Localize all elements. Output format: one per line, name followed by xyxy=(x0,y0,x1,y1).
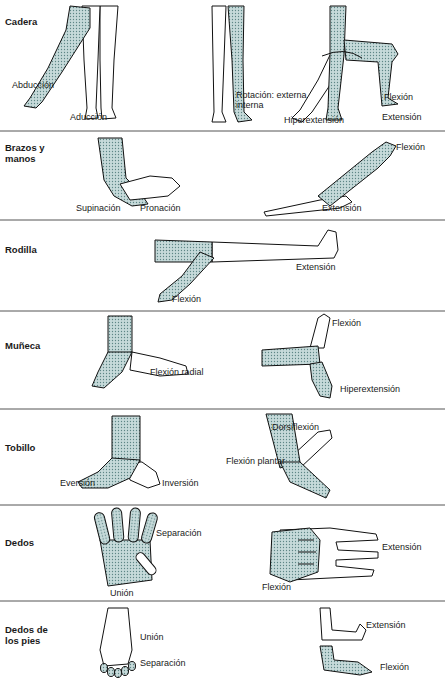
knuckle-lines xyxy=(298,540,316,564)
finger-shaded xyxy=(140,512,158,545)
leg-shaded xyxy=(326,6,346,120)
movement-label: Aducción xyxy=(70,112,107,122)
toe-shaded xyxy=(122,667,129,676)
movement-label: Abducción xyxy=(12,80,54,90)
toe-shaded xyxy=(115,669,122,678)
movement-label: Hiperextensión xyxy=(340,384,400,394)
movement-label: Flexión xyxy=(384,92,413,102)
row-separator xyxy=(0,220,445,221)
joint-heading: Muñeca xyxy=(5,340,40,351)
movement-label: Extensión xyxy=(322,203,362,213)
finger-shaded xyxy=(128,508,141,543)
movement-label: Flexión xyxy=(332,318,361,328)
row-separator xyxy=(0,505,445,506)
foot-shaded xyxy=(320,646,372,675)
toe-shaded xyxy=(101,664,108,673)
movement-label: Extensión xyxy=(382,112,422,122)
hand-shaded xyxy=(92,352,132,388)
movement-label: Supinación xyxy=(76,203,121,213)
movement-label: Flexión xyxy=(262,582,291,592)
movement-label: Pronación xyxy=(140,203,181,213)
foot-outline xyxy=(320,608,366,640)
leg-outline xyxy=(100,6,118,119)
movement-label: Flexión radial xyxy=(150,367,204,377)
toe-shaded xyxy=(129,662,136,671)
movement-label: Hiperextensión xyxy=(284,115,344,125)
hand-shaded xyxy=(310,362,332,398)
joint-heading: Dedos xyxy=(5,537,34,548)
leg-outline xyxy=(212,6,226,122)
joint-heading: Rodilla xyxy=(5,244,37,255)
joint-heading: Tobillo xyxy=(5,442,35,453)
movement-label: Separación xyxy=(140,658,186,668)
joint-heading: Cadera xyxy=(5,16,37,27)
joint-heading: Dedos de los pies xyxy=(5,624,57,646)
movement-label: Eversión xyxy=(60,478,95,488)
movement-label: Flexión plantar xyxy=(226,456,285,466)
foot-outline xyxy=(100,608,132,666)
forearm-shaded xyxy=(108,316,132,356)
movement-label: Extensión xyxy=(366,620,406,630)
movement-label: Flexión xyxy=(396,142,425,152)
toe-shaded xyxy=(108,668,115,677)
movement-label: Unión xyxy=(140,632,164,642)
finger-shaded xyxy=(111,508,124,543)
row-separator xyxy=(0,409,445,410)
hip-band xyxy=(322,51,362,58)
movement-label: Flexión xyxy=(380,662,409,672)
movement-label: Extensión xyxy=(296,262,336,272)
leg-outline xyxy=(212,230,338,262)
hand-outline xyxy=(120,176,180,200)
movement-label: Rotación: externa interna xyxy=(236,90,314,110)
movement-label: Inversión xyxy=(162,478,199,488)
movement-label: Dorsiflexión xyxy=(272,422,319,432)
forearm-shaded xyxy=(262,346,320,366)
row-separator xyxy=(0,131,445,132)
thumb-outline xyxy=(134,551,158,577)
leg-shaded xyxy=(112,416,140,462)
fist-shaded xyxy=(270,528,320,582)
joint-heading: Brazos y manos xyxy=(5,142,51,164)
movement-label: Flexión xyxy=(172,294,201,304)
finger-shaded xyxy=(93,512,110,545)
arm-shaded xyxy=(318,142,396,206)
movement-label: Extensión xyxy=(382,542,422,552)
movement-label: Separación xyxy=(156,528,202,538)
row-separator xyxy=(0,311,445,312)
hand-outline xyxy=(310,314,330,348)
foot-shaded xyxy=(280,462,330,498)
movement-label: Unión xyxy=(110,588,134,598)
row-separator xyxy=(0,601,445,602)
